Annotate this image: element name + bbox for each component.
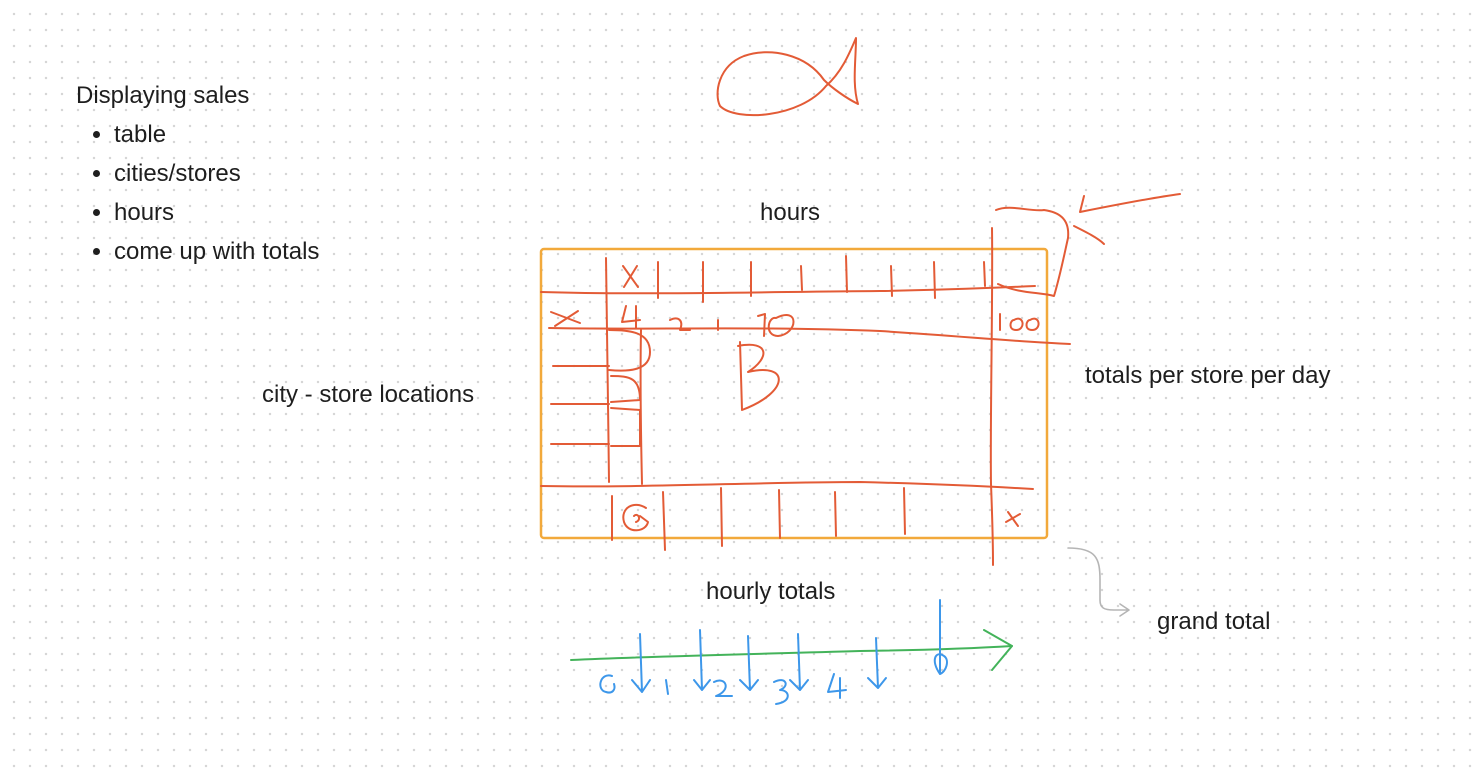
grand-total-connector[interactable] bbox=[1067, 547, 1130, 617]
notes-bullet-list: table cities/stores hours come up with t… bbox=[76, 123, 319, 264]
totals-per-store-label[interactable]: totals per store per day bbox=[1085, 362, 1331, 389]
timeline-sketch[interactable] bbox=[570, 599, 1013, 705]
hourly-totals-label[interactable]: hourly totals bbox=[706, 578, 836, 605]
notes-text-block[interactable]: Displaying sales table cities/stores hou… bbox=[76, 84, 319, 264]
notes-bullet-item: come up with totals bbox=[114, 240, 319, 264]
notes-bullet-item: cities/stores bbox=[114, 162, 319, 186]
notes-bullet-item: hours bbox=[114, 201, 319, 225]
grand-total-label[interactable]: grand total bbox=[1157, 608, 1271, 635]
hours-label[interactable]: hours bbox=[760, 199, 821, 226]
city-store-locations-label[interactable]: city - store locations bbox=[262, 381, 475, 408]
table-frame[interactable] bbox=[539, 247, 1049, 540]
notes-bullet-item: table bbox=[114, 123, 319, 147]
fish-doodle[interactable] bbox=[716, 37, 859, 117]
table-sketch[interactable] bbox=[540, 193, 1181, 566]
notes-title: Displaying sales bbox=[76, 82, 250, 109]
